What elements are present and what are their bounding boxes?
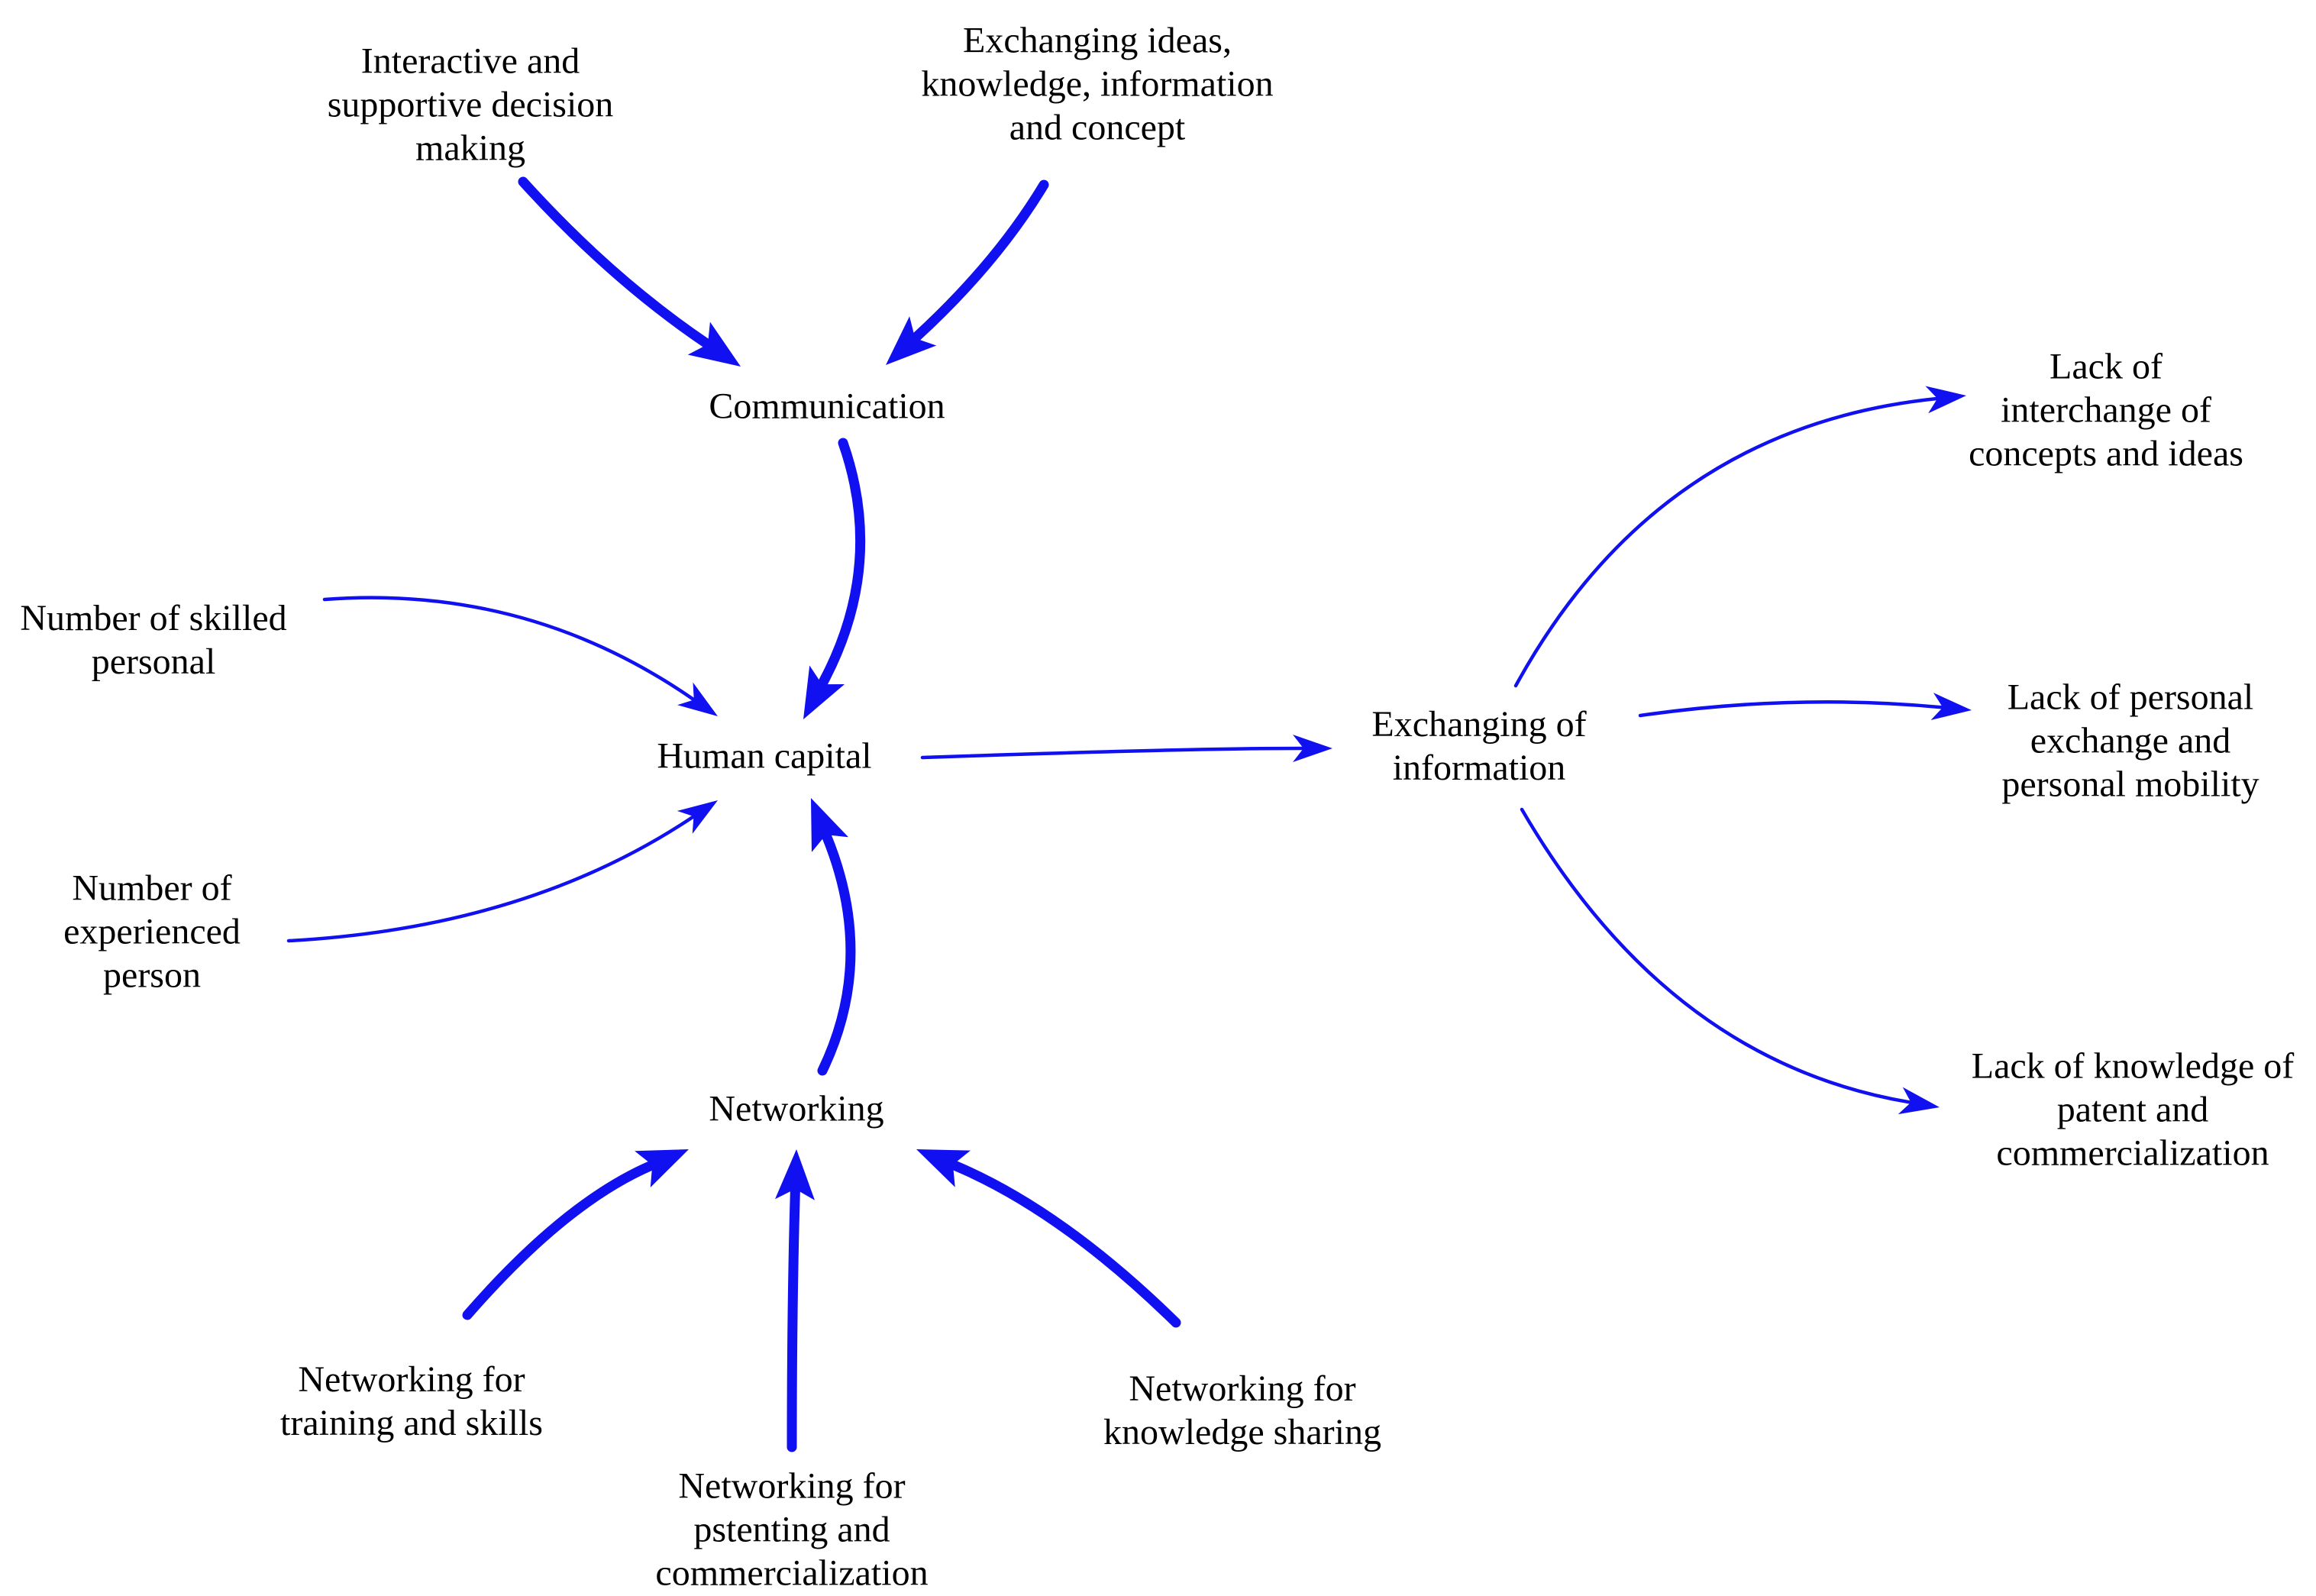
node-number-of-skilled-personal: Number of skilled personal — [20, 598, 287, 682]
arrow-interactive-to-communication-arrowhead — [687, 321, 741, 367]
arrow-net-training-to-networking — [462, 1160, 656, 1320]
arrow-exchanging-info-to-lack-interchange — [1513, 396, 1938, 688]
arrow-interactive-to-communication — [518, 176, 712, 349]
arrow-net-training-to-networking-arrowhead — [635, 1149, 689, 1188]
node-exchanging-ideas: Exchanging ideas, knowledge, information… — [921, 20, 1274, 148]
node-networking-for-patenting: Networking for pstenting and commerciali… — [655, 1465, 929, 1594]
node-lack-of-personal-exchange: Lack of personal exchange and personal m… — [2001, 677, 2259, 805]
node-lack-of-knowledge-of-patent: Lack of knowledge of patent and commerci… — [1971, 1045, 2295, 1174]
arrow-net-patenting-to-networking — [787, 1185, 800, 1452]
arrow-net-patenting-to-networking-arrowhead — [775, 1149, 816, 1200]
node-networking: Networking — [709, 1088, 884, 1129]
arrow-exchanging-info-to-lack-personal-arrowhead — [1930, 693, 1972, 721]
node-human-capital: Human capital — [657, 735, 872, 777]
arrow-communication-to-human-capital-arrowhead — [803, 665, 845, 719]
node-networking-for-training: Networking for training and skills — [280, 1359, 543, 1443]
arrow-exchanging-info-to-lack-knowledge-arrowhead — [1898, 1087, 1940, 1115]
arrow-experienced-to-human-capital — [286, 815, 694, 943]
arrow-human-capital-to-exchanging-info-arrowhead — [1293, 735, 1332, 762]
node-networking-for-knowledge-sharing: Networking for knowledge sharing — [1103, 1368, 1381, 1452]
node-communication: Communication — [709, 386, 945, 427]
arrow-skilled-to-human-capital — [322, 596, 695, 701]
arrow-net-knowledge-to-networking — [949, 1160, 1181, 1328]
arrow-networking-to-human-capital — [817, 831, 856, 1076]
arrow-skilled-to-human-capital-arrowhead — [677, 682, 718, 716]
arrow-exchanging-info-to-lack-interchange-arrowhead — [1925, 386, 1966, 414]
node-lack-of-interchange: Lack of interchange of concepts and idea… — [1969, 346, 2243, 474]
arrow-exchanging-ideas-to-communication-arrowhead — [886, 316, 937, 365]
node-number-of-experienced-person: Number of experienced person — [63, 867, 241, 996]
arrow-human-capital-to-exchanging-info — [920, 746, 1304, 760]
arrow-exchanging-info-to-lack-knowledge — [1520, 807, 1911, 1104]
arrow-exchanging-ideas-to-communication — [911, 179, 1049, 342]
arrow-net-knowledge-to-networking-arrowhead — [916, 1149, 971, 1187]
node-exchanging-of-information: Exchanging of information — [1371, 704, 1587, 788]
arrow-exchanging-info-to-lack-personal — [1638, 699, 1943, 718]
arrow-networking-to-human-capital-arrowhead — [811, 798, 849, 852]
arrow-communication-to-human-capital — [817, 438, 866, 688]
node-interactive-decision-making: Interactive and supportive decision maki… — [327, 40, 614, 169]
arrow-experienced-to-human-capital-arrowhead — [677, 800, 718, 834]
